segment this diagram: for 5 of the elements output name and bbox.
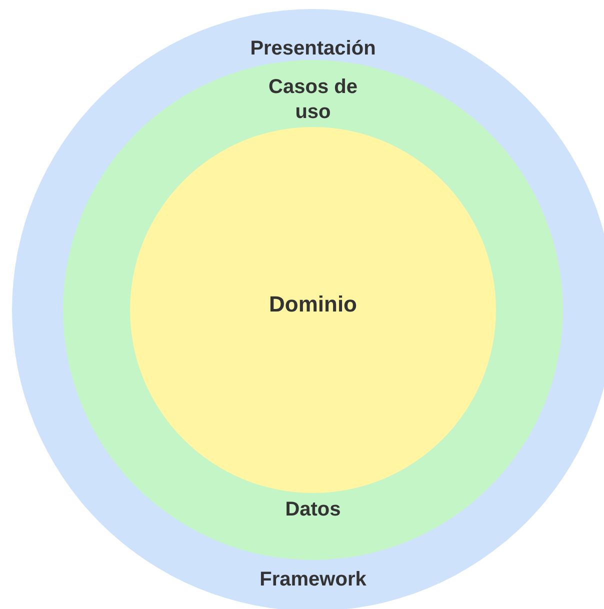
layer-label: Casos de uso xyxy=(268,75,358,125)
layer-label: Presentación xyxy=(249,36,377,62)
layer-label: Dominio xyxy=(268,290,358,318)
layer-label: Framework xyxy=(258,568,368,592)
layer-label: Datos xyxy=(284,498,342,522)
